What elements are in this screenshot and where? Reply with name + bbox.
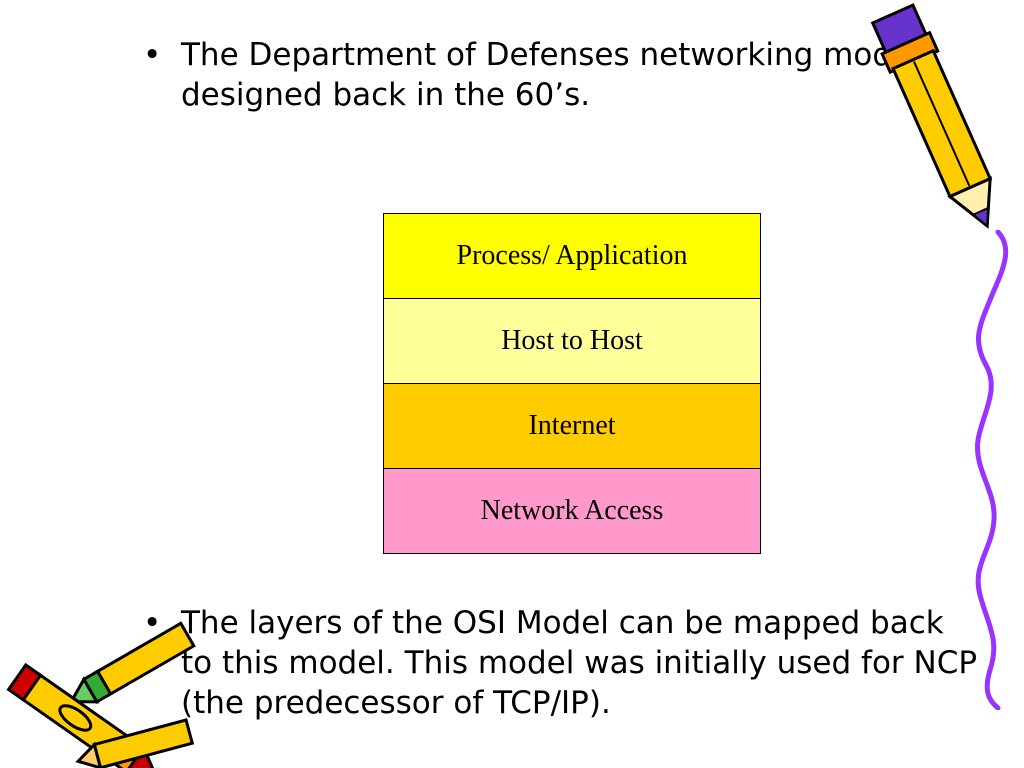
layer-stack: Process/ Application Host to Host Intern…	[383, 213, 761, 554]
layer-network-access: Network Access	[384, 468, 760, 553]
layer-internet: Internet	[384, 383, 760, 468]
bullet-marker: •	[143, 605, 162, 641]
layer-label: Network Access	[480, 495, 664, 526]
squiggle-line-icon	[975, 230, 1009, 710]
bullet-text-osi-mapping: The layers of the OSI Model can be mappe…	[181, 605, 978, 721]
layer-label: Host to Host	[501, 325, 643, 356]
layer-label: Process/ Application	[456, 240, 688, 271]
layer-label: Internet	[528, 410, 616, 441]
bullet-text-dod-model: The Department of Defenses networking mo…	[181, 37, 920, 113]
bullet-marker: •	[143, 37, 162, 73]
crayons-icon	[6, 621, 196, 768]
layer-process-application: Process/ Application	[384, 214, 760, 298]
layer-host-to-host: Host to Host	[384, 298, 760, 383]
pencil-icon	[870, 3, 993, 229]
bullet-item-1: • The Department of Defenses networking …	[143, 35, 943, 115]
bullet-item-2: • The layers of the OSI Model can be map…	[143, 603, 983, 723]
